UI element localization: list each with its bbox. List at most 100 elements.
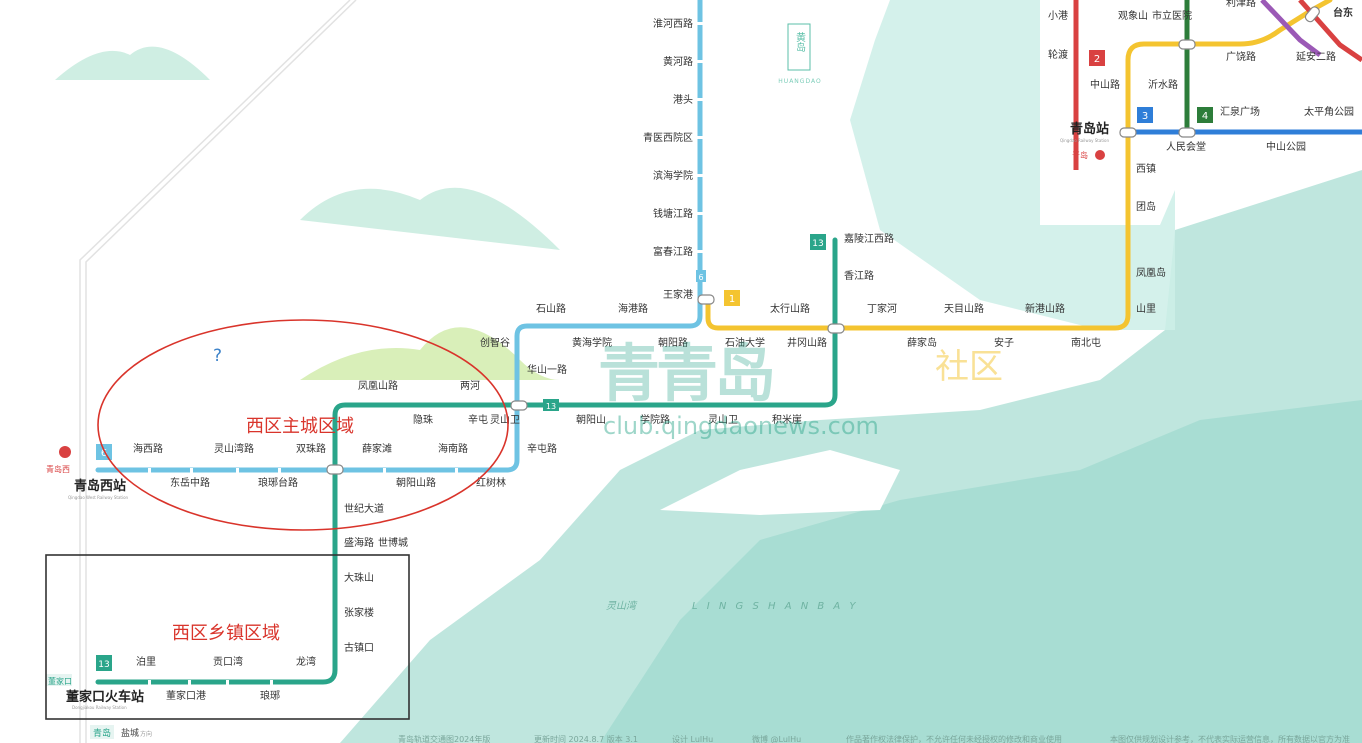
svg-text:人民会堂: 人民会堂 xyxy=(1166,140,1206,153)
svg-text:台东: 台东 xyxy=(1333,6,1353,19)
svg-text:山里: 山里 xyxy=(1136,303,1156,315)
watermark-url: club.qingdaonews.com xyxy=(603,412,879,440)
badge-line2 xyxy=(1089,50,1105,66)
svg-text:积米崖: 积米崖 xyxy=(772,413,802,426)
svg-text:盛海路: 盛海路 xyxy=(344,536,374,549)
svg-text:汇泉广场: 汇泉广场 xyxy=(1220,105,1260,118)
svg-text:石油大学: 石油大学 xyxy=(725,336,765,349)
svg-text:石山路: 石山路 xyxy=(536,302,566,315)
huangdao-label: 黄岛 xyxy=(794,31,806,53)
svg-text:天目山路: 天目山路 xyxy=(944,302,984,315)
svg-text:辛屯: 辛屯 xyxy=(468,413,488,426)
svg-text:两河: 两河 xyxy=(460,380,480,392)
mountain-decor-3 xyxy=(300,327,560,380)
svg-text:青岛: 青岛 xyxy=(1072,150,1088,160)
svg-text:南北屯: 南北屯 xyxy=(1071,336,1101,349)
svg-text:古镇口: 古镇口 xyxy=(344,641,374,654)
svg-text:张家楼: 张家楼 xyxy=(344,606,374,619)
station-qingyixi: 青医西院区 xyxy=(643,131,693,144)
svg-text:青岛: 青岛 xyxy=(93,727,111,739)
lingshan-bay-label-en: L I N G S H A N B A Y xyxy=(692,601,859,612)
svg-text:琅琊台路: 琅琊台路 xyxy=(258,476,298,489)
badge-line13-n xyxy=(810,234,826,250)
svg-text:隐珠: 隐珠 xyxy=(413,413,433,426)
svg-text:东岳中路: 东岳中路 xyxy=(170,476,210,489)
svg-text:辛屯路: 辛屯路 xyxy=(527,442,557,455)
svg-text:市立医院: 市立医院 xyxy=(1152,9,1192,22)
svg-text:灵山湾路: 灵山湾路 xyxy=(214,442,254,455)
svg-text:贡口湾: 贡口湾 xyxy=(213,655,243,668)
svg-text:丁家河: 丁家河 xyxy=(867,302,897,315)
transfer-qingdaozhan xyxy=(1119,127,1137,138)
svg-text:本图仅供规划设计参考，不代表实际运营信息，所有数据以官方为准: 本图仅供规划设计参考，不代表实际运营信息，所有数据以官方为准 xyxy=(1110,734,1350,743)
svg-text:红树林: 红树林 xyxy=(476,476,506,489)
svg-text:设计 LulHu: 设计 LulHu xyxy=(672,734,713,743)
watermark-logo-suffix: 社区 xyxy=(935,347,1003,387)
badge-line13-mid xyxy=(543,399,559,411)
svg-text:双珠路: 双珠路 xyxy=(296,442,326,455)
sea-area-dark xyxy=(600,400,1362,743)
svg-text:泊里: 泊里 xyxy=(136,656,156,668)
svg-text:延安二路: 延安二路 xyxy=(1296,50,1336,63)
svg-text:中山公园: 中山公园 xyxy=(1266,140,1306,153)
svg-text:Qingdao Railway Station: Qingdao Railway Station xyxy=(1060,138,1109,143)
svg-text:太平角公园: 太平角公园 xyxy=(1304,105,1354,118)
transfer-xintun xyxy=(510,400,528,411)
svg-text:灵山卫: 灵山卫 xyxy=(490,414,520,426)
qingdao-box-bottom xyxy=(90,725,114,739)
shinan-stations: 小港 轮渡 观象山 市立医院 利津路 台东 中山路 沂水路 广饶路 延安二路 汇… xyxy=(1048,0,1354,315)
badge-line4 xyxy=(1197,107,1213,123)
svg-text:海港路: 海港路 xyxy=(618,302,648,315)
svg-text:观象山: 观象山 xyxy=(1118,10,1148,22)
svg-text:朝阳山: 朝阳山 xyxy=(576,414,606,426)
svg-text:井冈山路: 井冈山路 xyxy=(787,336,827,349)
svg-text:沂水路: 沂水路 xyxy=(1148,78,1178,91)
station-gangtou: 港头 xyxy=(673,94,693,106)
svg-text:1: 1 xyxy=(729,294,735,305)
svg-text:灵山卫: 灵山卫 xyxy=(708,414,738,426)
svg-text:安子: 安子 xyxy=(994,336,1014,349)
lingshan-bay-label: 灵山湾 xyxy=(606,600,638,612)
sea-jiaozhou-bay xyxy=(850,0,1175,330)
svg-text:作品著作权法律保护，不允许任何未经授权的修改和商业使用: 作品著作权法律保护，不允许任何未经授权的修改和商业使用 xyxy=(846,734,1062,743)
svg-text:嘉陵江西路: 嘉陵江西路 xyxy=(844,232,894,245)
svg-text:凤凰岛: 凤凰岛 xyxy=(1136,266,1166,279)
transfer-renmin xyxy=(1178,127,1196,138)
svg-text:团岛: 团岛 xyxy=(1136,200,1156,213)
line6-stations: 淮河西路 黄河路 港头 青医西院区 滨海学院 钱塘江路 富春江路 王家港 xyxy=(643,17,693,301)
svg-text:龙湾: 龙湾 xyxy=(296,655,316,668)
svg-text:广饶路: 广饶路 xyxy=(1226,50,1256,63)
badge-line1 xyxy=(724,290,740,306)
transfer-taidong xyxy=(1304,6,1320,23)
svg-text:Qingdao West Railway Station: Qingdao West Railway Station xyxy=(68,495,129,500)
line1-stations: 太行山路 丁家河 天目山路 新港山路 薛家岛 安子 南北屯 石油大学 井冈山路 xyxy=(725,302,1101,349)
station-huaihexi: 淮河西路 xyxy=(653,17,693,30)
svg-text:海南路: 海南路 xyxy=(438,442,468,455)
transfer-wangjiagang xyxy=(697,294,715,305)
svg-text:朝阳山路: 朝阳山路 xyxy=(396,476,436,489)
huangdao-label-en: HUANGDAO xyxy=(778,78,821,85)
svg-text:西镇: 西镇 xyxy=(1136,162,1156,175)
svg-text:薛家滩: 薛家滩 xyxy=(362,442,392,455)
rail-icon-qingdao xyxy=(1095,150,1105,160)
station-wangjiagang: 王家港 xyxy=(663,288,693,301)
station-binhaixueyuan: 滨海学院 xyxy=(653,169,693,182)
svg-text:青岛轨道交通图2024年版: 青岛轨道交通图2024年版 xyxy=(398,734,490,743)
station-huanghe: 黄河路 xyxy=(663,55,693,68)
station-qingdaoxi: 青岛西站 xyxy=(74,478,126,494)
svg-text:学院路: 学院路 xyxy=(640,413,670,426)
svg-text:海西路: 海西路 xyxy=(133,442,163,455)
svg-text:利津路: 利津路 xyxy=(1226,0,1256,9)
svg-text:太行山路: 太行山路 xyxy=(770,302,810,315)
svg-text:轮渡: 轮渡 xyxy=(1048,48,1068,61)
svg-text:中山路: 中山路 xyxy=(1090,78,1120,91)
huangdao-label-box xyxy=(787,23,811,71)
west-main-label: 西区主城区域 xyxy=(246,416,354,437)
rail-qingdaoxi: 青岛西 xyxy=(46,464,70,474)
svg-text:3: 3 xyxy=(1142,111,1148,122)
svg-text:盐城: 盐城 xyxy=(121,727,139,739)
svg-text:世纪大道: 世纪大道 xyxy=(344,502,384,515)
svg-text:更新时间 2024.8.7 版本 3.1: 更新时间 2024.8.7 版本 3.1 xyxy=(534,734,638,743)
watermark-logo: 青青岛 xyxy=(598,337,772,410)
